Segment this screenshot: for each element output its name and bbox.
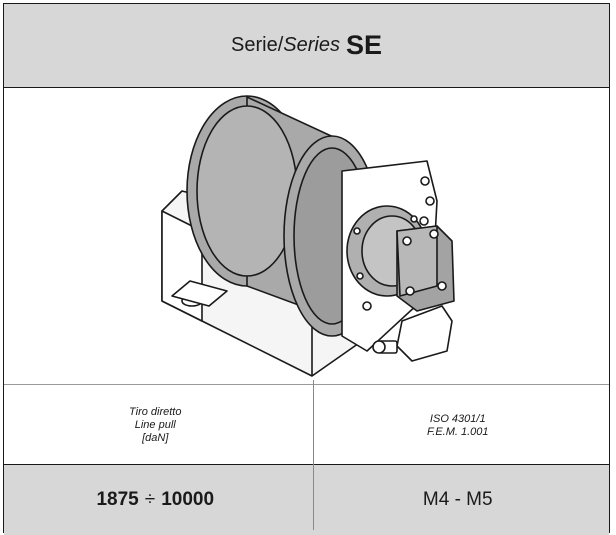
line-pull-unit: [daN] — [142, 431, 169, 444]
line-pull-range: 1875 ÷ 10000 — [4, 465, 307, 535]
line-pull-label-en: Line pull — [134, 418, 176, 431]
line-pull-max: 10000 — [161, 489, 215, 510]
iso-standard: ISO 4301/1 — [429, 413, 486, 425]
card-header: Serie/Series SE — [4, 4, 609, 88]
winch-drawing — [160, 95, 455, 377]
range-symbol: ÷ — [144, 489, 156, 510]
line-pull-min: 1875 — [96, 489, 139, 510]
line-pull-label: Tiro diretto Line pull [daN] — [4, 385, 307, 465]
series-code: SE — [345, 30, 382, 60]
spec-labels-row: Tiro diretto Line pull [daN] ISO 4301/1 … — [4, 384, 609, 465]
line-pull-label-it: Tiro diretto — [129, 405, 182, 418]
mechanism-classes: M4 - M5 — [422, 489, 493, 510]
standards-label: ISO 4301/1 F.E.M. 1.001 — [307, 385, 610, 465]
product-image — [4, 88, 609, 384]
serie-label: Serie/ — [231, 34, 284, 56]
product-card: Serie/Series SE — [3, 3, 610, 535]
spec-values-row: 1875 ÷ 10000 M4 - M5 — [4, 464, 609, 535]
fem-standard: F.E.M. 1.001 — [426, 426, 489, 438]
series-label: Series — [283, 34, 340, 56]
column-divider — [313, 380, 314, 530]
